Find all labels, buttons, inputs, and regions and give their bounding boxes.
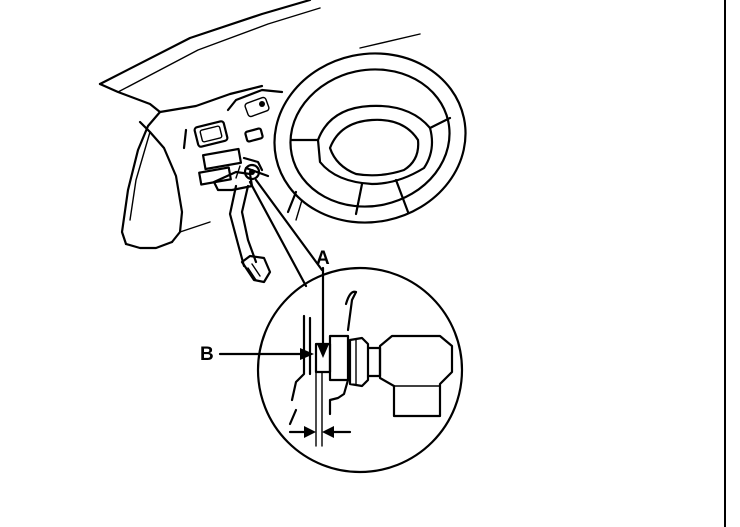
brake-pedal <box>212 156 272 284</box>
detail-leader-lines <box>244 166 324 288</box>
brake-switch-body <box>378 334 454 418</box>
callout-a-label: A <box>316 248 330 269</box>
arrow-left-icon <box>322 426 334 438</box>
detail-magnifier-circle <box>256 266 464 474</box>
page-border-line <box>724 0 726 527</box>
dashboard <box>98 0 421 250</box>
arrow-right-icon <box>300 348 314 360</box>
callout-b: B <box>200 344 314 365</box>
arrow-right-icon <box>304 426 316 438</box>
arrow-down-icon <box>317 344 329 358</box>
air-vent-icon <box>193 120 229 148</box>
callout-b-label: B <box>200 344 214 365</box>
callout-a: A <box>316 248 330 358</box>
lock-nut <box>348 336 370 388</box>
steering-wheel-icon <box>273 52 467 224</box>
